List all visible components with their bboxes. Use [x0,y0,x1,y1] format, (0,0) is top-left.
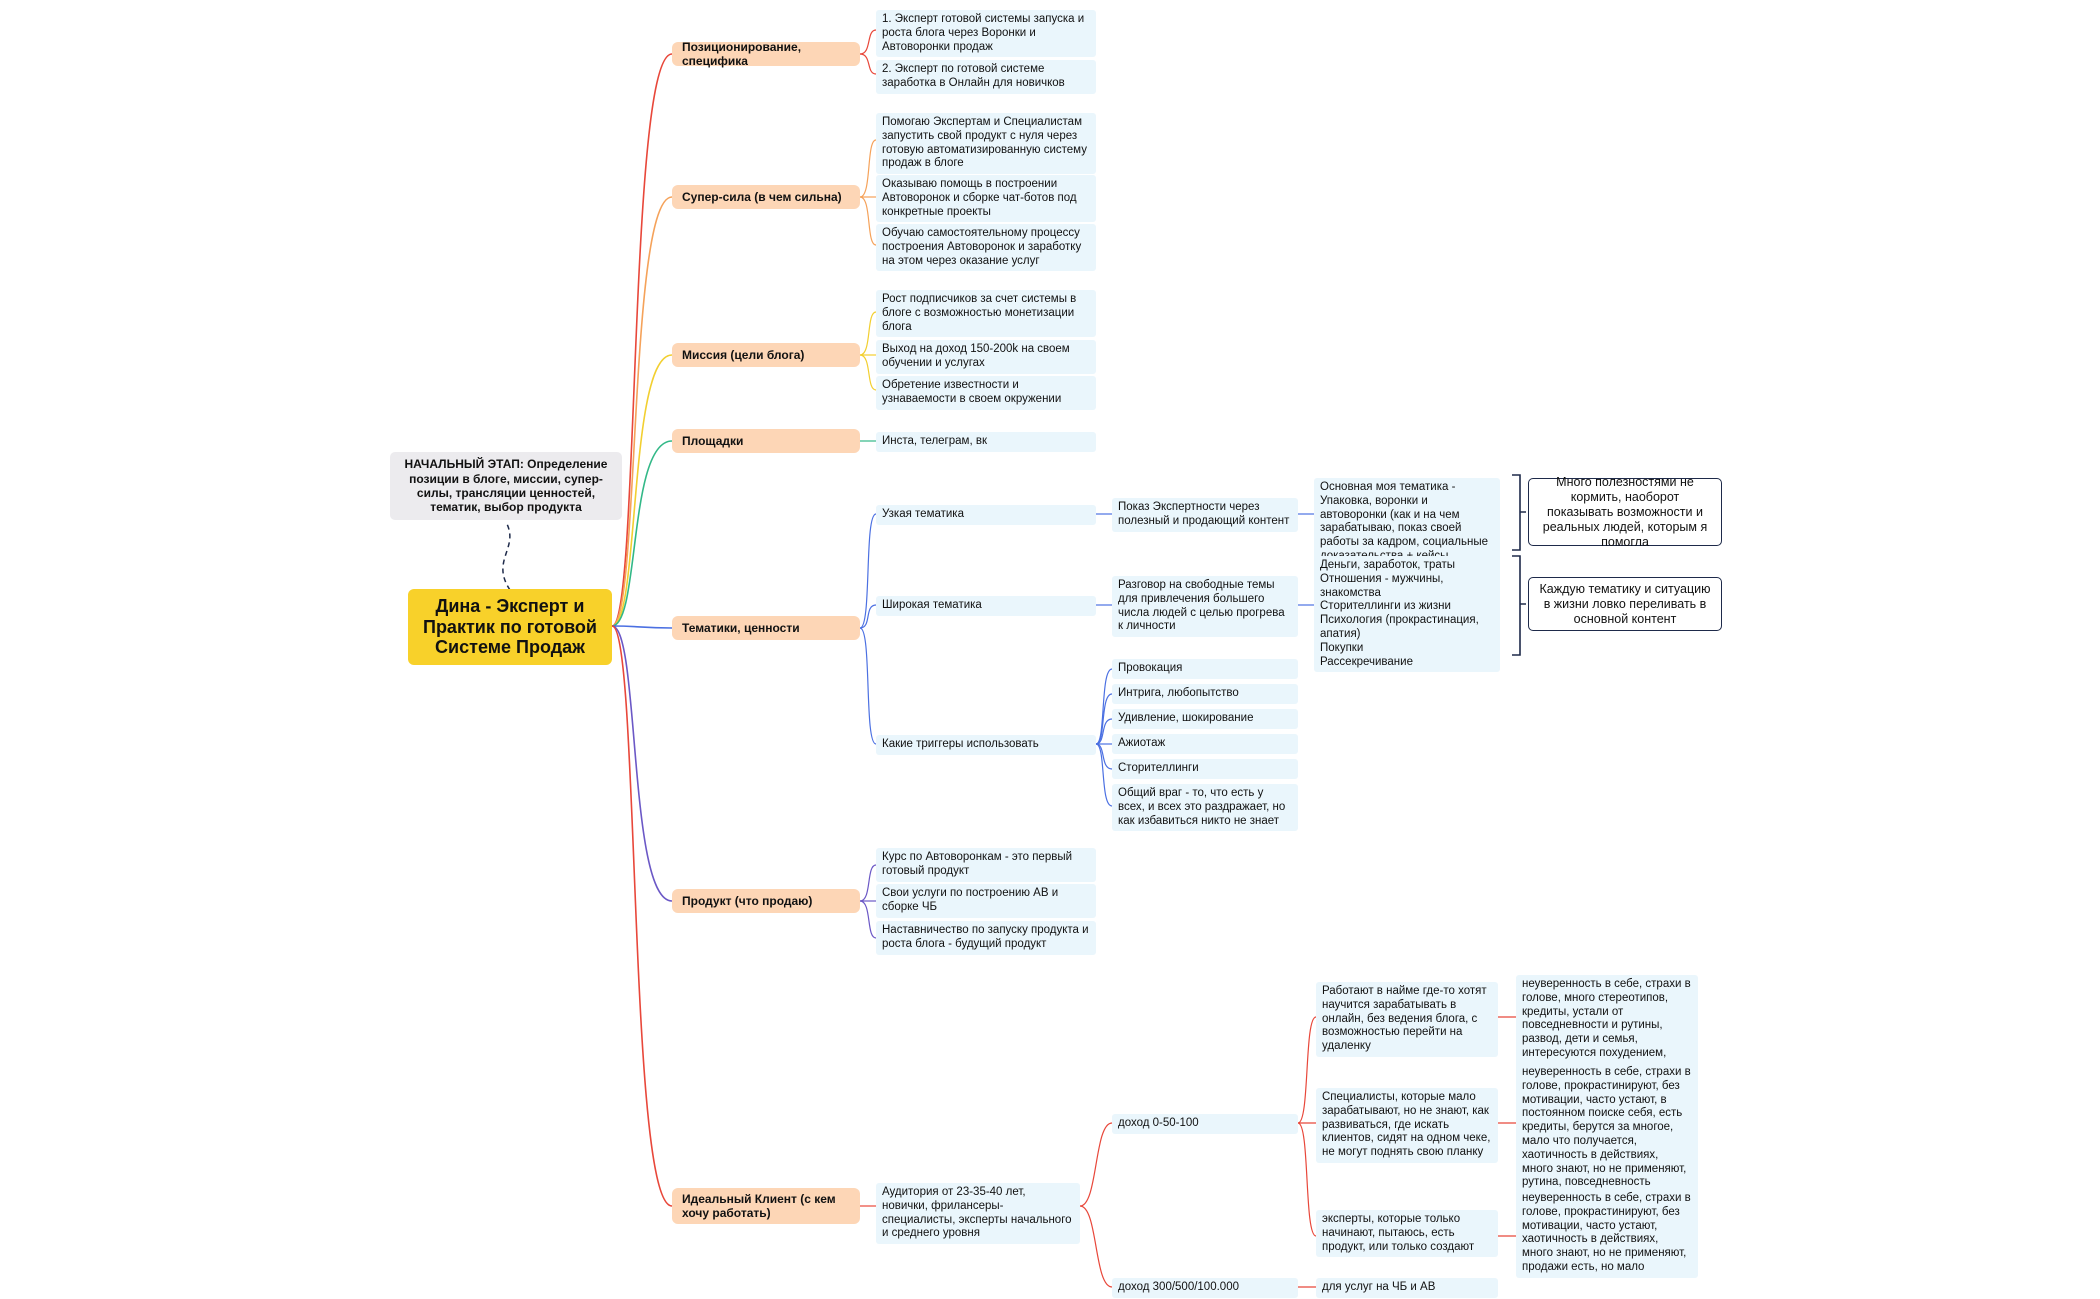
trigger-item[interactable]: Общий враг - то, что есть у всех, и всех… [1112,784,1298,832]
client-income-high-detail[interactable]: для услуг на ЧБ и АВ [1316,1278,1498,1298]
product-item-3[interactable]: Наставничество по запуску продукта и рос… [876,921,1096,955]
topic-narrow-content[interactable]: Основная моя тематика - Упаковка, воронк… [1314,478,1500,567]
leaf-line [1095,743,1113,770]
client-group-2[interactable]: Специалисты, которые мало зарабатывают, … [1316,1088,1498,1163]
client-group-1[interactable]: Работают в найме где-то хотят научится з… [1316,982,1498,1057]
leaf-line [859,354,877,391]
branch-line-topics [611,625,673,629]
leaf-line [1297,1016,1317,1124]
client-group-3[interactable]: эксперты, которые только начинают, пытаю… [1316,1210,1498,1258]
leaf-line [859,196,877,246]
leaf-line [859,864,877,902]
branch-topics[interactable]: Тематики, ценности [672,616,860,640]
leaf-line [859,139,877,198]
topic-triggers[interactable]: Какие триггеры использовать [876,735,1096,755]
leaf-line [1095,718,1113,745]
topic-narrow[interactable]: Узкая тематика [876,505,1096,525]
trigger-item[interactable]: Удивление, шокирование [1112,709,1298,729]
callout-transfer-topics[interactable]: Каждую тематику и ситуацию в жизни ловко… [1528,577,1722,631]
branch-ideal-client[interactable]: Идеальный Клиент (с кем хочу работать) [672,1188,860,1224]
superpower-item-1[interactable]: Помогаю Экспертам и Специалистам запусти… [876,113,1096,175]
mission-item-2[interactable]: Выход на доход 150-200k на своем обучени… [876,340,1096,374]
topic-narrow-detail[interactable]: Показ Экспертности через полезный и прод… [1112,498,1298,532]
leaf-line [859,513,877,629]
branch-line-superpower [611,196,673,627]
trigger-item[interactable]: Ажиотаж [1112,734,1298,754]
intro-note: НАЧАЛЬНЫЙ ЭТАП: Определение позиции в бл… [390,452,622,520]
topic-wide[interactable]: Широкая тематика [876,596,1096,616]
mission-item-3[interactable]: Обретение известности и узнаваемости в с… [876,376,1096,410]
branch-superpower[interactable]: Супер-сила (в чем сильна) [672,185,860,209]
leaf-line [859,53,877,75]
leaf-line [1095,693,1113,745]
central-topic[interactable]: Дина - Эксперт и Практик по готовой Сист… [408,589,612,665]
leaf-line [859,627,877,745]
branch-line-mission [611,354,673,627]
mission-item-1[interactable]: Рост подписчиков за счет системы в блоге… [876,290,1096,338]
client-income-low[interactable]: доход 0-50-100 [1112,1114,1298,1134]
branch-positioning[interactable]: Позиционирование, специфика [672,40,860,68]
brace-2 [1512,555,1526,656]
leaf-line [859,311,877,356]
leaf-line [1095,743,1113,807]
positioning-item-1[interactable]: 1. Эксперт готовой системы запуска и рос… [876,10,1096,58]
branch-mission[interactable]: Миссия (цели блога) [672,343,860,367]
trigger-item[interactable]: Интрига, любопытство [1112,684,1298,704]
platforms-item-1[interactable]: Инста, телеграм, вк [876,432,1096,452]
branch-line-client [611,625,673,1207]
leaf-line [859,900,877,939]
branch-line-product [611,625,673,902]
branch-line-positioning [611,53,673,627]
leaf-line [1095,668,1113,745]
topic-wide-detail[interactable]: Разговор на свободные темы для привлечен… [1112,576,1298,638]
note-connector [502,521,511,591]
positioning-item-2[interactable]: 2. Эксперт по готовой системе заработка … [876,60,1096,94]
client-pains-3[interactable]: неуверенность в себе, страхи в голове, п… [1516,1189,1698,1278]
client-income-high[interactable]: доход 300/500/100.000 [1112,1278,1298,1298]
superpower-item-3[interactable]: Обучаю самостоятельному процессу построе… [876,224,1096,272]
client-audience[interactable]: Аудитория от 23-35-40 лет, новички, фрил… [876,1183,1080,1245]
product-item-2[interactable]: Свои услуги по построению АВ и сборке ЧБ [876,884,1096,918]
topic-wide-content[interactable]: Деньги, заработок, траты Отношения - муж… [1314,556,1500,673]
client-pains-2[interactable]: неуверенность в себе, страхи в голове, п… [1516,1063,1698,1194]
superpower-item-2[interactable]: Оказываю помощь в построении Автоворонок… [876,175,1096,223]
callout-useful-content[interactable]: Много полезностями не кормить, наоборот … [1528,475,1722,549]
leaf-line [1079,1122,1113,1207]
brace-1 [1512,474,1526,551]
branch-product[interactable]: Продукт (что продаю) [672,889,860,913]
trigger-item[interactable]: Провокация [1112,659,1298,679]
trigger-item[interactable]: Сторителлинги [1112,759,1298,779]
leaf-line [859,604,877,629]
leaf-line [1297,1122,1317,1237]
branch-line-platforms [611,440,673,627]
leaf-line [1079,1205,1113,1288]
product-item-1[interactable]: Курс по Автоворонкам - это первый готовы… [876,848,1096,882]
leaf-line [859,29,877,55]
branch-platforms[interactable]: Площадки [672,429,860,453]
